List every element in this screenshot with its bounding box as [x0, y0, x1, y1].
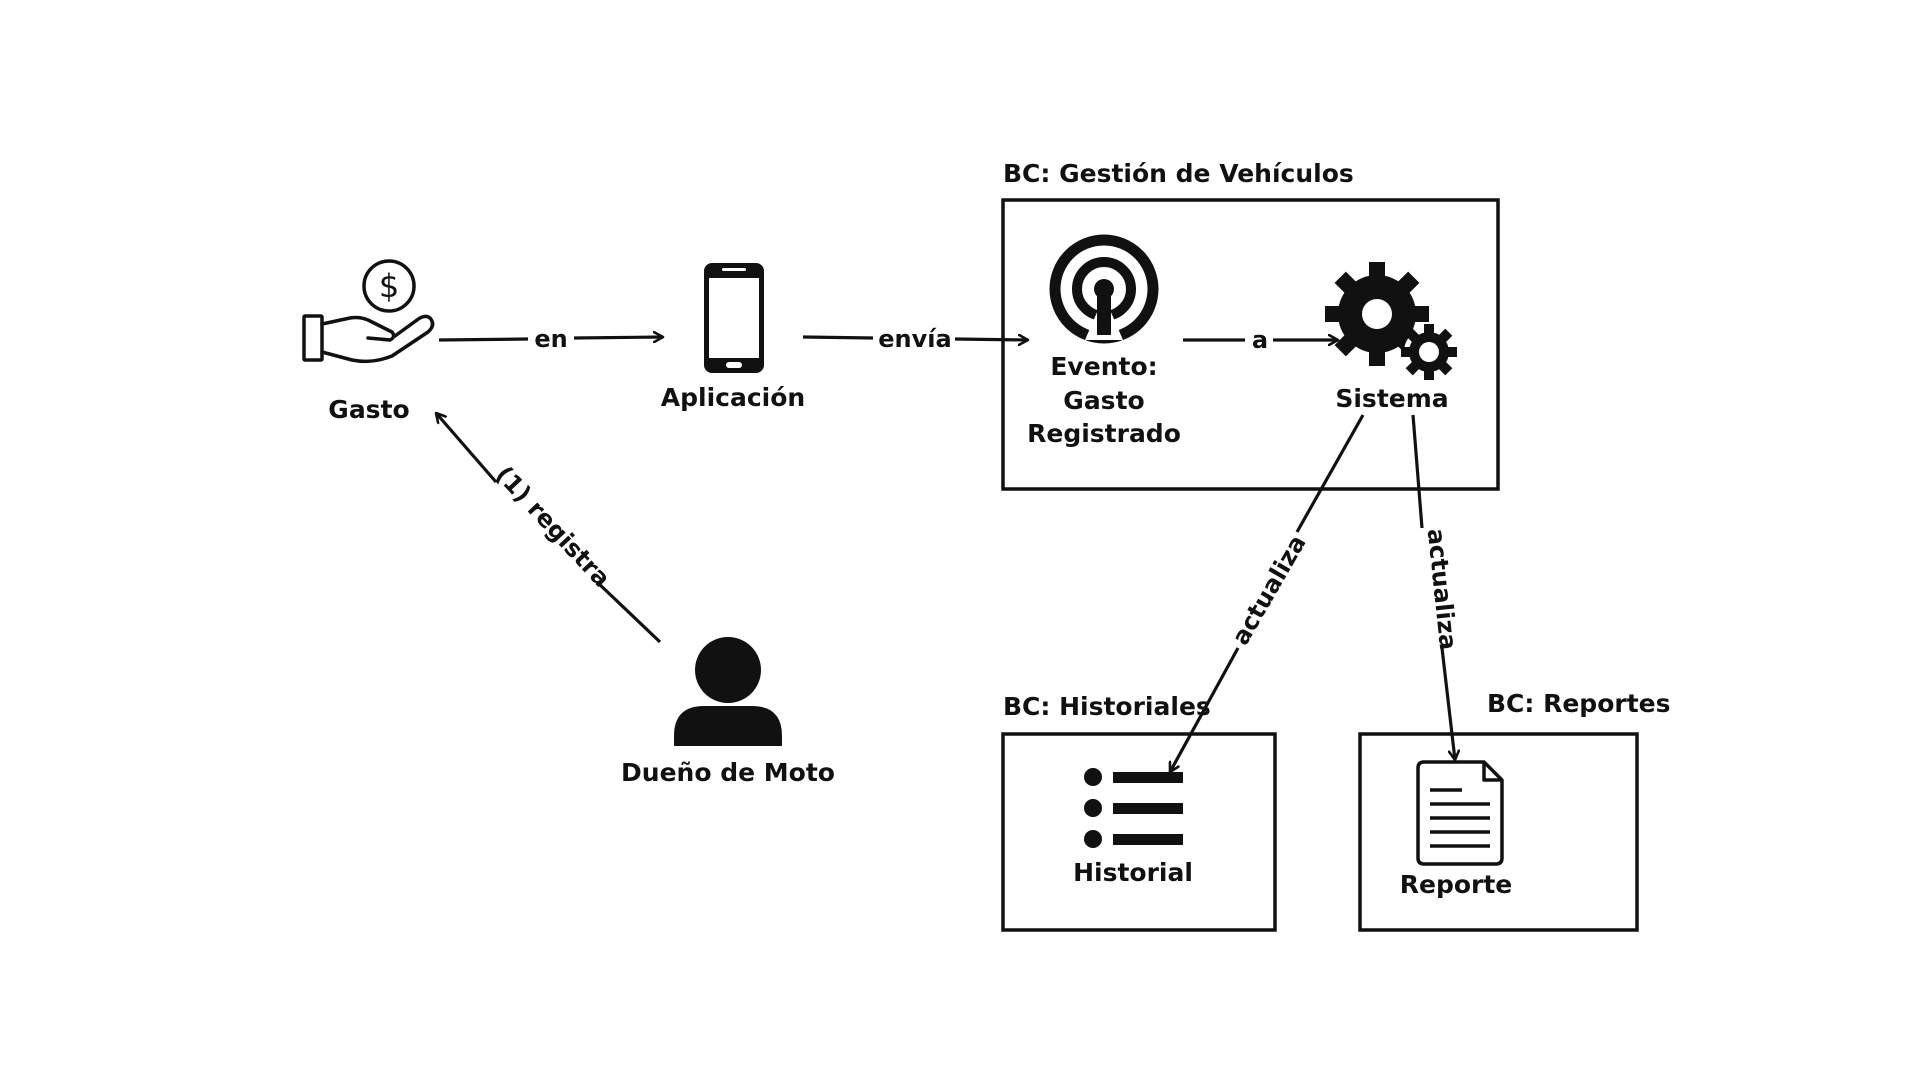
bc-reportes-group: BC: Reportes [1358, 689, 1671, 932]
gears-icon [1325, 262, 1457, 380]
bc-reportes-box [1358, 732, 1639, 932]
document-icon [1416, 760, 1504, 866]
edge-envia: envía [802, 325, 1028, 353]
node-sistema-label: Sistema [1335, 384, 1448, 413]
node-evento-label-line1: Evento: [1050, 352, 1157, 381]
node-gasto-label: Gasto [328, 395, 409, 424]
svg-text:$: $ [379, 267, 399, 305]
node-dueno: Dueño de Moto [621, 637, 835, 787]
node-historial-label: Historial [1073, 858, 1193, 887]
node-aplicacion: Aplicación [661, 263, 805, 412]
user-icon [674, 637, 782, 746]
edge-actualiza-historial: actualiza [1168, 414, 1365, 772]
node-dueno-label: Dueño de Moto [621, 758, 835, 787]
node-aplicacion-label: Aplicación [661, 383, 805, 412]
bc-historiales-group: BC: Historiales [1001, 692, 1277, 932]
node-reporte: Reporte [1400, 760, 1513, 899]
edge-registra: (1) registra [436, 413, 662, 644]
edge-en-label: en [534, 325, 567, 353]
bc-vehiculos-group: BC: Gestión de Vehículos [1001, 159, 1500, 491]
edge-actualiza-historial-label: actualiza [1226, 530, 1311, 649]
edge-actualiza-reporte-label: actualiza [1422, 527, 1463, 651]
edge-a: a [1183, 326, 1338, 354]
bc-vehiculos-box [1001, 198, 1500, 491]
node-gasto: $ Gasto [302, 259, 435, 424]
node-historial: Historial [1073, 768, 1193, 887]
broadcast-signal-icon [1049, 234, 1159, 344]
bc-reportes-label: BC: Reportes [1487, 689, 1671, 718]
node-evento-label-line2: Gasto [1063, 386, 1144, 415]
edge-a-label: a [1252, 326, 1268, 354]
edge-registra-label: (1) registra [490, 461, 616, 593]
edge-en: en [438, 325, 663, 353]
hand-money-icon: $ [302, 259, 435, 364]
edge-envia-label: envía [878, 325, 951, 353]
edge-actualiza-reporte: actualiza [1411, 414, 1463, 760]
bc-historiales-box [1001, 732, 1277, 932]
smartphone-icon [704, 263, 764, 373]
node-evento: Evento: Gasto Registrado [1027, 234, 1181, 448]
bullet-list-icon [1084, 768, 1183, 848]
bc-vehiculos-label: BC: Gestión de Vehículos [1003, 159, 1354, 188]
node-evento-label-line3: Registrado [1027, 419, 1181, 448]
node-sistema: Sistema [1325, 262, 1457, 413]
node-reporte-label: Reporte [1400, 870, 1513, 899]
bc-historiales-label: BC: Historiales [1003, 692, 1211, 721]
